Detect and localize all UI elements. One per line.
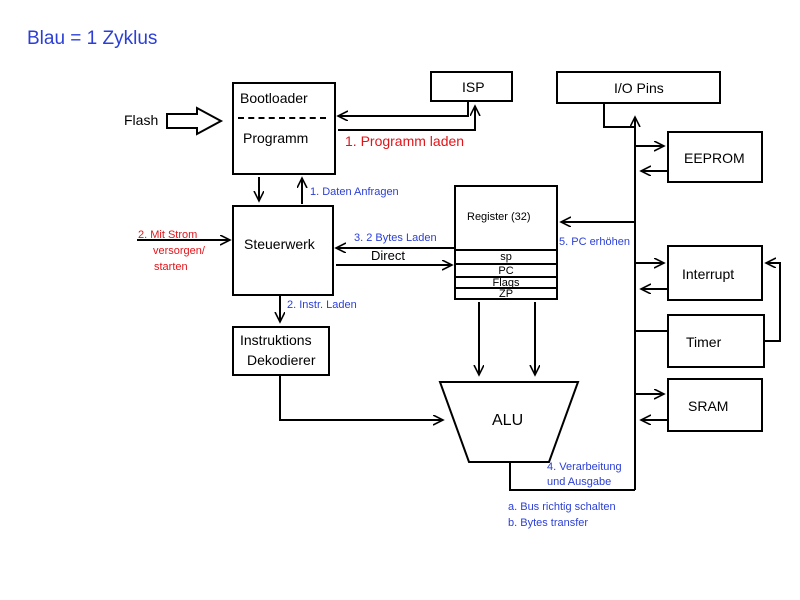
programm-label: Programm — [243, 130, 309, 146]
instr-laden-label: 2. Instr. Laden — [287, 299, 357, 311]
bytes-laden-label: 3. 2 Bytes Laden — [354, 232, 437, 244]
mit-strom-label-1: 2. Mit Strom — [138, 229, 198, 241]
steuerwerk-label: Steuerwerk — [244, 236, 315, 252]
register-sp-label: sp — [500, 251, 512, 263]
interrupt-box: Interrupt — [667, 245, 763, 301]
register-zp-label: ZP — [498, 288, 514, 300]
register-box: Register (32) sp PC Flags ZP — [454, 185, 558, 300]
programm-laden-label: 1. Programm laden — [345, 133, 465, 149]
eeprom-box: EEPROM — [667, 131, 763, 183]
flash-arrow — [166, 106, 224, 136]
decoder-label-2: Dekodierer — [247, 352, 316, 368]
bootloader-label: Bootloader — [240, 90, 308, 106]
timer-box: Timer — [667, 314, 765, 368]
diagram-title: Blau = 1 Zyklus — [27, 28, 158, 49]
io-to-bus-line — [603, 104, 635, 128]
verarbeitung-label-1: 4. Verarbeitung — [547, 461, 622, 473]
decoder-label-1: Instruktions — [240, 332, 312, 348]
register-label: Register (32) — [467, 211, 531, 223]
alu-label: ALU — [492, 412, 524, 429]
bootloader-divider — [238, 117, 326, 119]
bootloader-to-isp-arrow — [338, 106, 475, 131]
flash-label: Flash — [124, 112, 159, 128]
verarbeitung-label-2: und Ausgabe — [547, 476, 612, 488]
isp-to-bootloader-arrow — [338, 102, 469, 116]
register-pc-row: PC — [456, 263, 556, 277]
interrupt-label: Interrupt — [682, 266, 735, 282]
steuerwerk-box: Steuerwerk — [232, 205, 334, 296]
bytes-transfer-label: b. Bytes transfer — [508, 517, 589, 529]
register-pc-label: PC — [498, 265, 514, 277]
timer-label: Timer — [686, 334, 722, 350]
register-zp-row: ZP — [456, 287, 556, 300]
register-sp-row: sp — [456, 249, 556, 264]
sram-box: SRAM — [667, 378, 763, 432]
mit-strom-label-3: starten — [154, 261, 188, 273]
bootloader-box: Bootloader Programm — [232, 82, 336, 175]
alu-shape — [438, 381, 580, 463]
alu-to-bus-line — [509, 462, 635, 491]
register-flags-label: Flags — [492, 277, 520, 289]
register-flags-row: Flags — [456, 276, 556, 289]
mit-strom-label-2: versorgen/ — [153, 245, 205, 257]
timer-to-interrupt-arrow — [765, 263, 781, 342]
isp-box: ISP — [430, 71, 513, 102]
decoder-to-alu-arrow — [279, 376, 443, 420]
isp-label: ISP — [462, 79, 485, 95]
decoder-box: Instruktions Dekodierer — [232, 326, 330, 376]
direct-label: Direct — [371, 248, 405, 263]
io-pins-box: I/O Pins — [556, 71, 721, 104]
daten-anfragen-label: 1. Daten Anfragen — [310, 186, 399, 198]
sram-label: SRAM — [688, 398, 729, 414]
bus-schalten-label: a. Bus richtig schalten — [508, 501, 616, 513]
eeprom-label: EEPROM — [684, 150, 745, 166]
io-pins-label: I/O Pins — [614, 80, 664, 96]
pc-erhoehen-label: 5. PC erhöhen — [559, 236, 630, 248]
